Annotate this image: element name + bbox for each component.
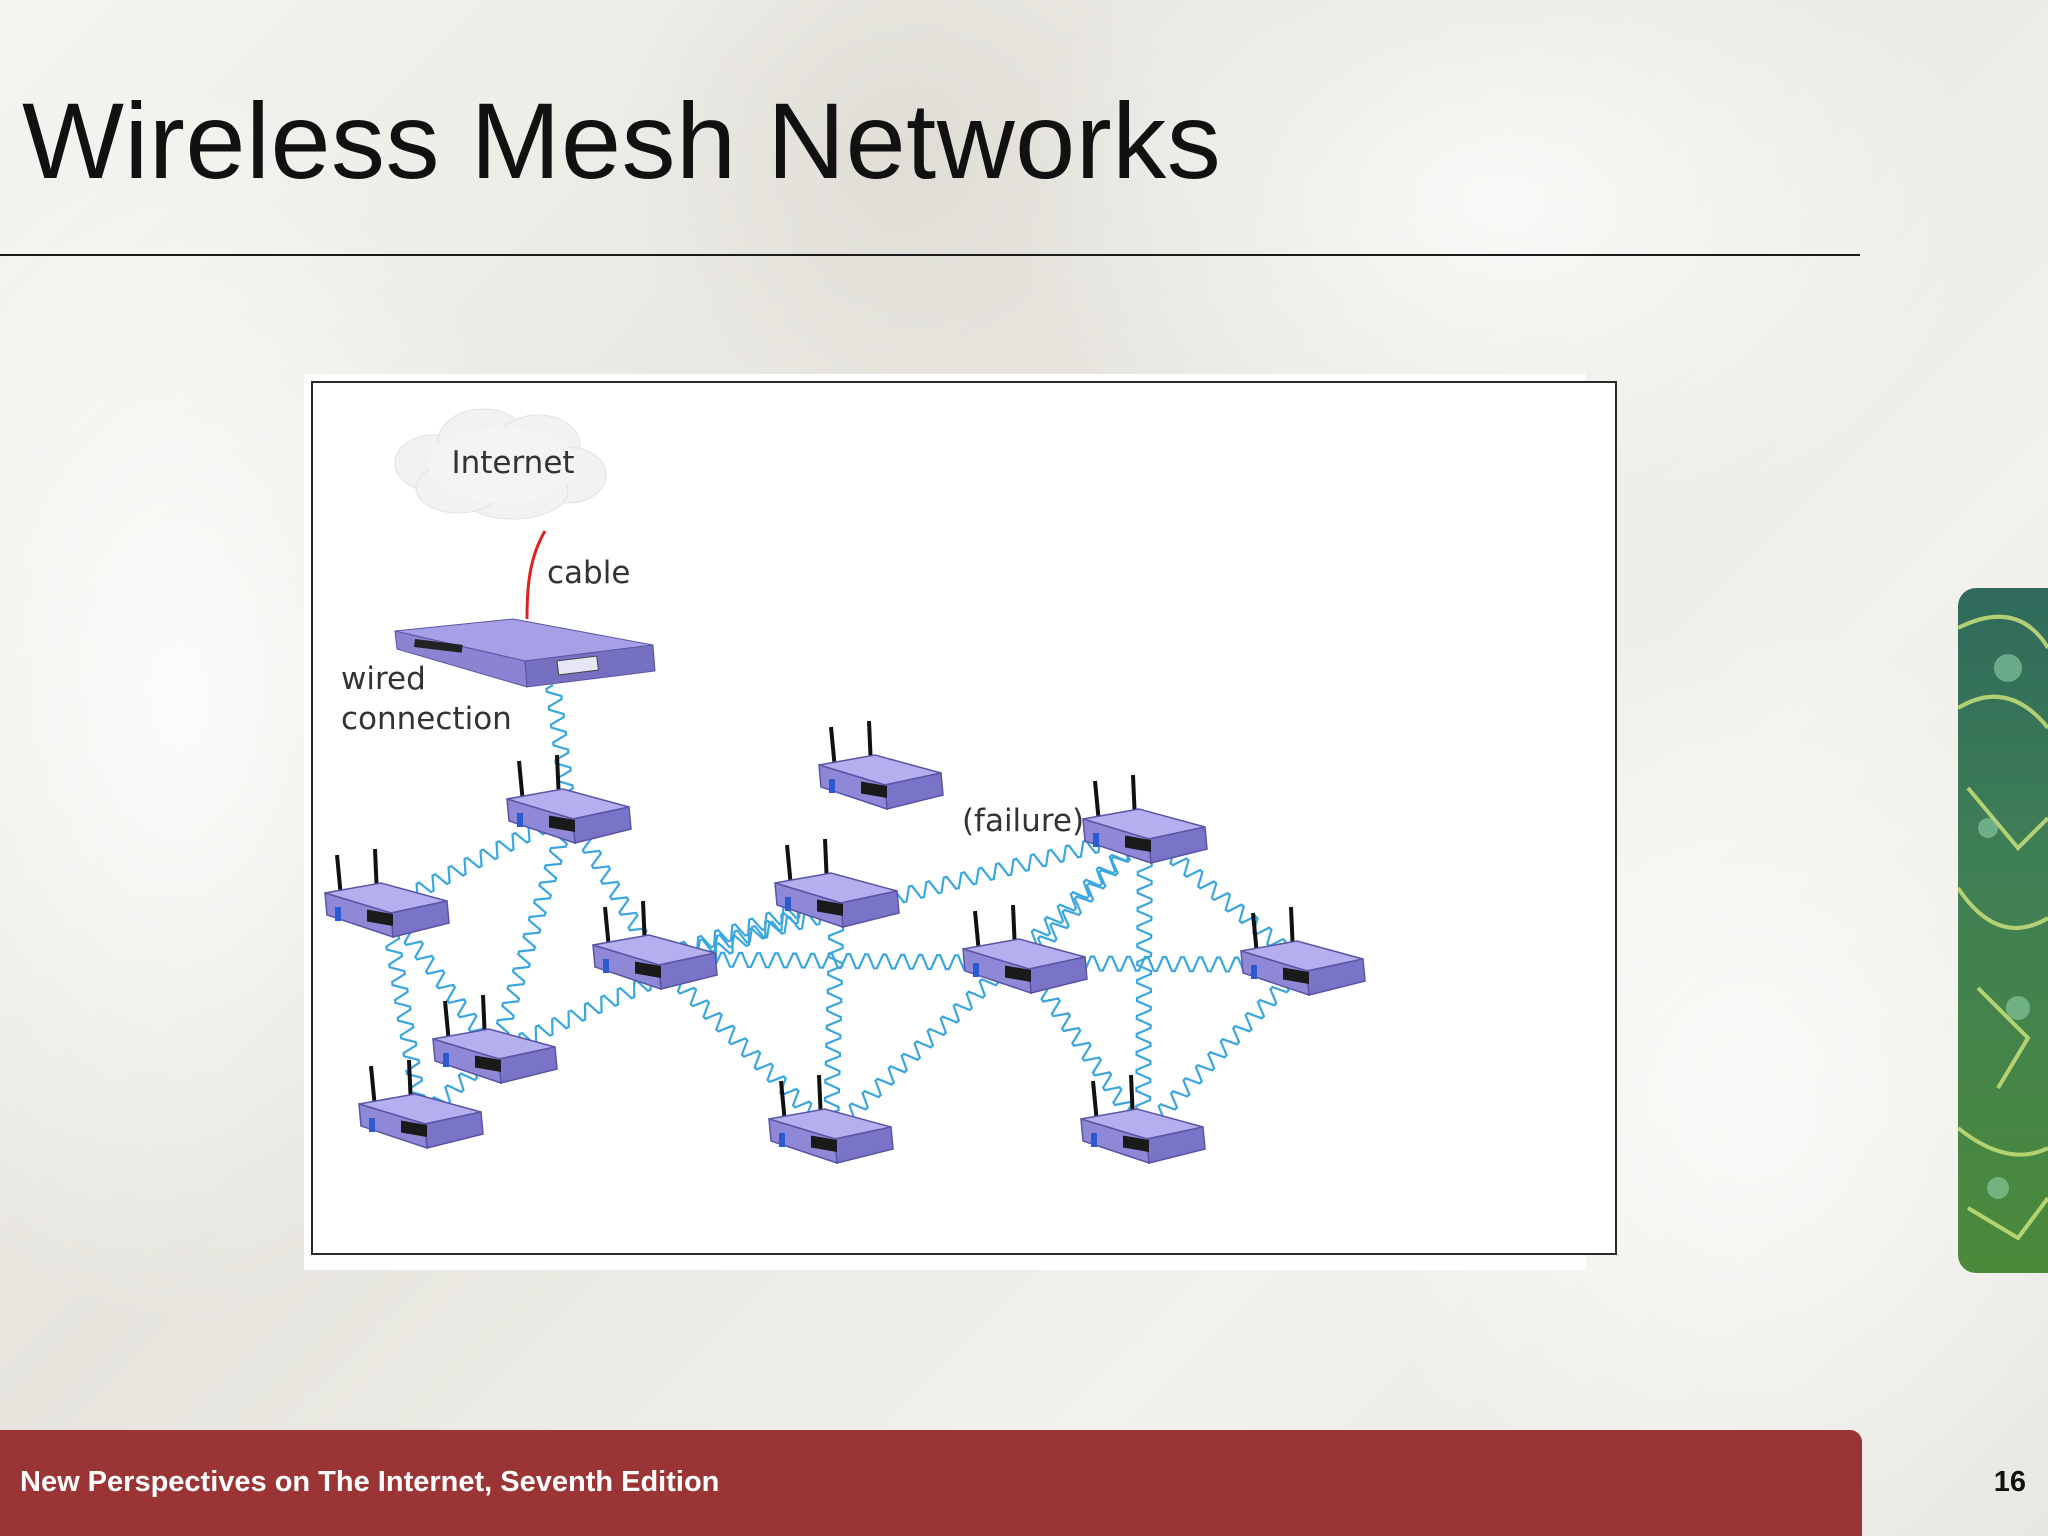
footer-text: New Perspectives on The Internet, Sevent… xyxy=(20,1466,720,1498)
wireless-link-H-G xyxy=(832,828,1146,1136)
router-icon-J xyxy=(1240,906,1366,997)
decorative-plant-image xyxy=(1958,588,2048,1273)
wireless-link-H-K xyxy=(1135,831,1153,1135)
footer-bar xyxy=(0,1430,1862,1536)
wireless-link-C-H xyxy=(654,826,1144,967)
wireless-link-A-D xyxy=(490,811,574,1054)
failure-label: (failure) xyxy=(962,803,1084,839)
wireless-link-C-G xyxy=(651,958,836,1134)
router-icon-C xyxy=(592,900,718,991)
diagram-canvas: Internet cable wired connection (failure… xyxy=(324,408,1366,1165)
wireless-link-K-J xyxy=(1142,960,1303,1137)
router-icon-K xyxy=(1080,1074,1206,1165)
title-divider xyxy=(0,254,1860,256)
router-icon-G xyxy=(768,1074,894,1165)
failed-router-icon xyxy=(818,720,944,811)
mesh-network-diagram: Internet cable wired connection (failure… xyxy=(311,381,1617,1255)
nodes-layer xyxy=(324,720,1366,1165)
router-icon-D xyxy=(432,994,558,1085)
cable-line xyxy=(525,530,547,620)
internet-cloud xyxy=(394,408,607,520)
router-icon-H xyxy=(1082,774,1208,865)
gateway-switch xyxy=(394,618,656,688)
wireless-link-A-B xyxy=(384,806,570,910)
router-icon-B xyxy=(324,848,450,939)
wireless-link-GW-A xyxy=(545,684,577,811)
slide-title: Wireless Mesh Networks xyxy=(22,80,1222,201)
cable-label: cable xyxy=(547,555,630,591)
router-icon-A xyxy=(506,754,632,845)
page-number: 16 xyxy=(1993,1466,2026,1498)
router-icon-F xyxy=(774,838,900,929)
wireless-link-B-E xyxy=(379,906,429,1117)
router-icon-I xyxy=(962,904,1088,995)
wired-connection-label-line2: connection xyxy=(341,701,512,737)
wired-connection-label-line1: wired xyxy=(341,661,426,697)
internet-label: Internet xyxy=(451,445,574,481)
router-icon-E xyxy=(358,1059,484,1150)
wireless-link-F-G xyxy=(823,895,845,1132)
